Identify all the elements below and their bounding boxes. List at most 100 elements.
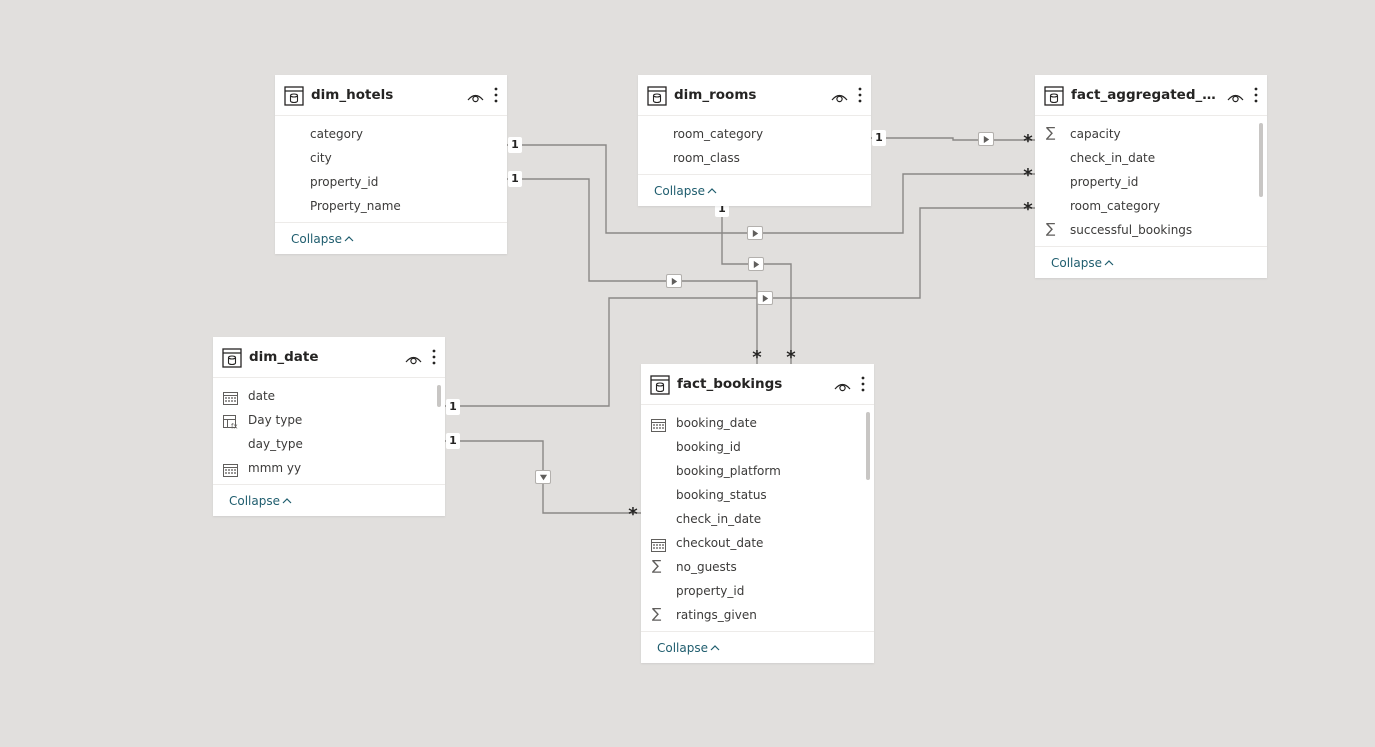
calculated-column-icon: fx [223, 413, 238, 431]
field-row[interactable]: room_class [638, 146, 871, 170]
collapse-label: Collapse [654, 184, 705, 198]
field-row[interactable]: property_id [641, 579, 874, 603]
table-title: dim_rooms [674, 87, 757, 103]
field-row[interactable]: property_id [1035, 170, 1267, 194]
collapse-button[interactable]: Collapse [657, 640, 720, 655]
field-row[interactable]: ∑no_guests [641, 555, 874, 579]
field-label: mmm yy [248, 461, 302, 475]
field-label: date [248, 389, 276, 403]
field-row[interactable]: city [275, 146, 507, 170]
field-label: booking_date [676, 416, 757, 430]
collapse-label: Collapse [657, 641, 708, 655]
table-card-header[interactable]: dim_rooms [638, 75, 871, 116]
cross-filter-direction-icon[interactable] [748, 257, 764, 271]
field-row[interactable]: booking_status [641, 483, 874, 507]
field-label: check_in_date [676, 512, 762, 526]
eye-icon[interactable] [831, 89, 848, 103]
field-row[interactable]: category [275, 122, 507, 146]
table-card-header[interactable]: dim_date [213, 337, 445, 378]
eye-icon[interactable] [467, 89, 484, 103]
field-label: property_id [676, 584, 745, 598]
table-card-header[interactable]: dim_hotels [275, 75, 507, 116]
field-row[interactable]: booking_id [641, 435, 874, 459]
cardinality-many-label: * [1023, 199, 1033, 220]
cross-filter-direction-icon[interactable] [535, 470, 551, 484]
cardinality-one-label: 1 [446, 399, 460, 415]
table-icon [222, 348, 242, 368]
table-card-fact-aggregated-boo[interactable]: fact_aggregated_boo... ∑capacitycheck_in_… [1035, 75, 1267, 278]
cross-filter-direction-icon[interactable] [978, 132, 994, 146]
table-card-header[interactable]: fact_aggregated_boo... [1035, 75, 1267, 116]
more-options-icon[interactable] [1253, 87, 1259, 103]
cross-filter-direction-icon[interactable] [757, 291, 773, 305]
field-row[interactable]: checkout_date [641, 531, 874, 555]
cardinality-many-label: * [1023, 165, 1033, 186]
field-row[interactable]: check_in_date [641, 507, 874, 531]
cardinality-one-label: 1 [508, 171, 522, 187]
field-row[interactable]: ∑successful_bookings [1035, 218, 1267, 242]
field-row[interactable]: ∑capacity [1035, 122, 1267, 146]
field-row[interactable]: booking_date [641, 411, 874, 435]
more-options-icon[interactable] [431, 349, 437, 365]
field-row[interactable]: property_id [275, 170, 507, 194]
table-icon [650, 375, 670, 395]
cardinality-one-label: 1 [446, 433, 460, 449]
field-label: ratings_given [676, 608, 757, 622]
cross-filter-direction-icon[interactable] [747, 226, 763, 240]
field-row[interactable]: room_category [638, 122, 871, 146]
table-title: dim_date [249, 349, 319, 365]
field-label: no_guests [676, 560, 737, 574]
chevron-up-icon [344, 231, 354, 242]
field-row[interactable]: ∑ratings_given [641, 603, 874, 627]
field-label: city [310, 151, 332, 165]
cardinality-many-label: * [1023, 131, 1033, 152]
cardinality-one-label: 1 [872, 130, 886, 146]
table-card-footer: Collapse [275, 222, 507, 255]
collapse-button[interactable]: Collapse [654, 183, 717, 198]
table-card-header[interactable]: fact_bookings [641, 364, 874, 405]
field-row[interactable]: room_category [1035, 194, 1267, 218]
more-options-icon[interactable] [493, 87, 499, 103]
table-card-footer: Collapse [1035, 246, 1267, 279]
scrollbar-thumb[interactable] [437, 385, 441, 407]
eye-icon[interactable] [834, 378, 851, 392]
more-options-icon[interactable] [860, 376, 866, 392]
cardinality-many-label: * [628, 504, 638, 525]
table-icon [284, 86, 304, 106]
eye-icon[interactable] [405, 351, 422, 365]
relationship-line[interactable] [507, 178, 758, 364]
cardinality-one-label: 1 [508, 137, 522, 153]
field-row[interactable]: check_in_date [1035, 146, 1267, 170]
field-label: day_type [248, 437, 303, 451]
table-title: dim_hotels [311, 87, 394, 103]
scrollbar-thumb[interactable] [1259, 123, 1263, 197]
field-row[interactable]: mmm yy [213, 456, 445, 480]
table-title: fact_bookings [677, 376, 783, 392]
field-row[interactable]: day_type [213, 432, 445, 456]
calendar-icon [223, 389, 238, 405]
relationship-line[interactable] [871, 137, 1035, 141]
field-row[interactable]: booking_platform [641, 459, 874, 483]
svg-text:fx: fx [231, 423, 238, 430]
field-label: room_class [673, 151, 740, 165]
collapse-button[interactable]: Collapse [291, 231, 354, 246]
field-row[interactable]: date [213, 384, 445, 408]
eye-icon[interactable] [1227, 89, 1244, 103]
collapse-button[interactable]: Collapse [1051, 255, 1114, 270]
collapse-label: Collapse [291, 232, 342, 246]
field-row[interactable]: Property_name [275, 194, 507, 218]
collapse-button[interactable]: Collapse [229, 493, 292, 508]
table-icon [1044, 86, 1064, 106]
sigma-icon: ∑ [1046, 221, 1056, 237]
scrollbar-thumb[interactable] [866, 412, 870, 480]
chevron-up-icon [710, 640, 720, 651]
cross-filter-direction-icon[interactable] [666, 274, 682, 288]
cardinality-many-label: * [786, 347, 796, 368]
more-options-icon[interactable] [857, 87, 863, 103]
